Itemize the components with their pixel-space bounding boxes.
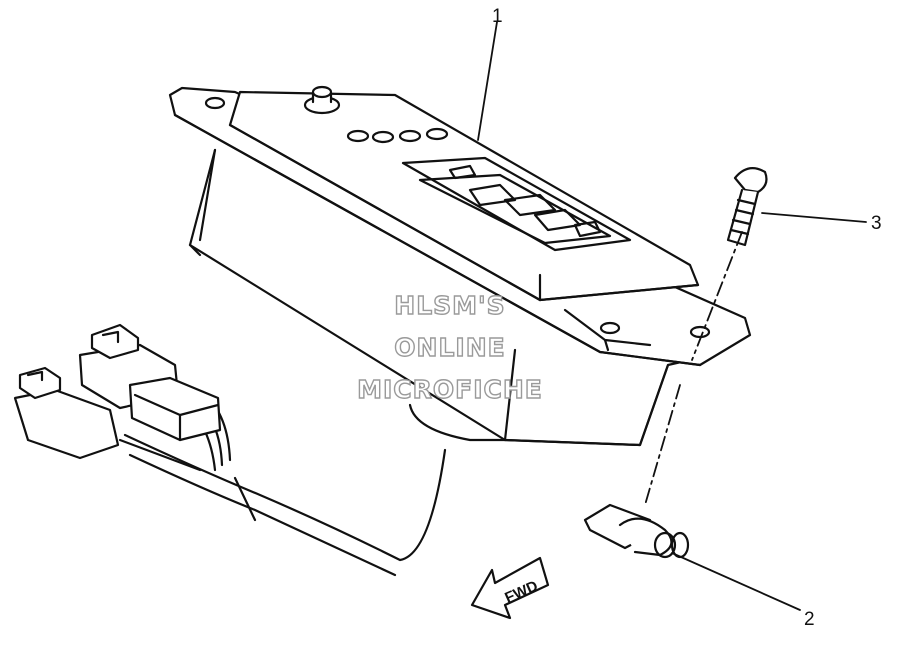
watermark: HLSM'S ONLINE MICROFICHE: [330, 285, 570, 411]
fwd-arrow: [470, 556, 550, 620]
reset-button: [303, 85, 341, 115]
meter-housing: [188, 148, 692, 447]
connector-a: [13, 366, 120, 460]
lcd-display: [401, 156, 632, 252]
callout-1: 1: [492, 6, 503, 27]
screw: [726, 167, 768, 247]
watermark-line-2: ONLINE: [394, 332, 506, 362]
callout-2: 2: [804, 609, 815, 630]
callout-3: 3: [871, 213, 882, 234]
watermark-line-1: HLSM'S: [394, 290, 506, 320]
watermark-line-3: MICROFICHE: [356, 374, 543, 404]
connector-c: [128, 376, 222, 442]
indicator-lamps: [346, 127, 449, 144]
leader-lines: [477, 21, 867, 611]
clip-nut: [583, 503, 690, 559]
